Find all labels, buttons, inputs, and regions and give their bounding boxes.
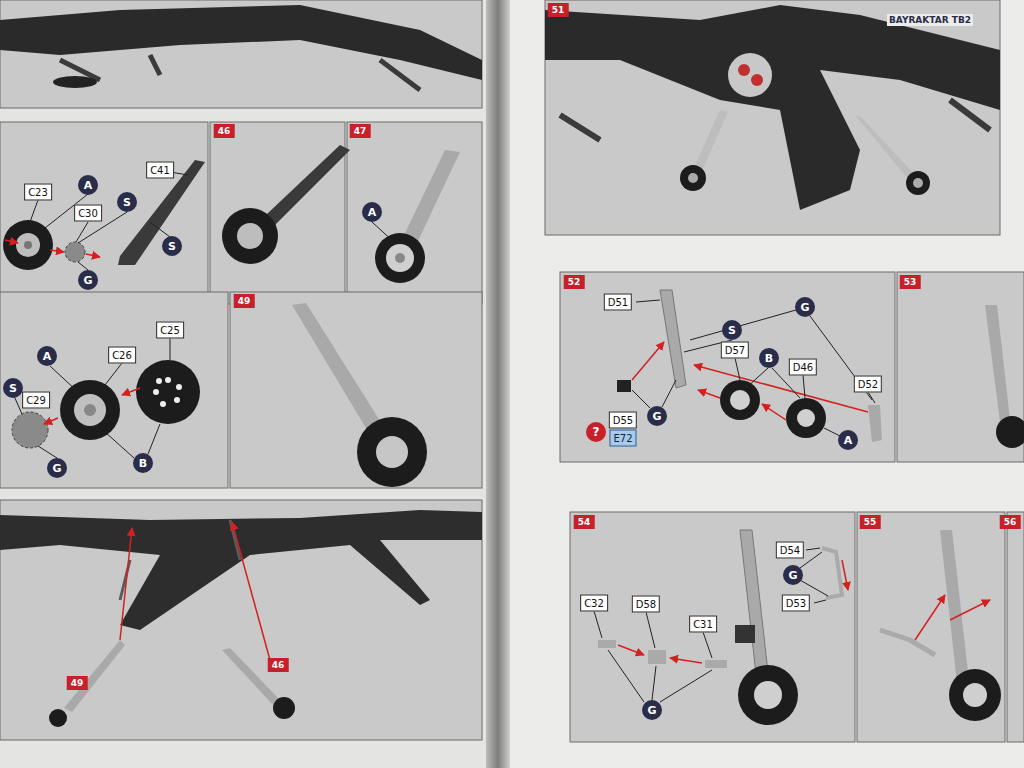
part-code-label: D57 — [721, 342, 749, 359]
callout-letter: S — [722, 320, 742, 340]
callout-letter: B — [759, 348, 779, 368]
step-number: 51 — [548, 3, 569, 17]
part-code-label: C29 — [22, 392, 50, 409]
step-number: 47 — [350, 124, 371, 138]
part-code-label: C41 — [146, 162, 174, 179]
part-code-label: C23 — [24, 184, 52, 201]
part-code-label: D51 — [604, 294, 632, 311]
part-code-label: C26 — [108, 347, 136, 364]
part-code-label: C25 — [156, 322, 184, 339]
callout-letter: G — [642, 700, 662, 720]
callout-letter: A — [362, 202, 382, 222]
part-code-label: D58 — [632, 596, 660, 613]
callout-letter: A — [37, 346, 57, 366]
callout-letter: G — [78, 270, 98, 290]
alt-part-code: E72 — [609, 430, 636, 447]
callout-letter: G — [795, 297, 815, 317]
step-number: 53 — [900, 275, 921, 289]
callout-letter: B — [133, 453, 153, 473]
callout-letter: G — [47, 458, 67, 478]
page-header: BAYRAKTAR TB2 — [887, 14, 973, 26]
step-number: 55 — [860, 515, 881, 529]
part-code-label: D53 — [782, 595, 810, 612]
step-number: 49 — [67, 676, 88, 690]
step-number: 46 — [214, 124, 235, 138]
part-code-label: C31 — [689, 616, 717, 633]
part-code-label: C30 — [74, 205, 102, 222]
step-number: 46 — [268, 658, 289, 672]
callout-letter: G — [783, 565, 803, 585]
callout-letter: A — [78, 175, 98, 195]
part-code-label: C32 — [580, 595, 608, 612]
query-marker: ? — [586, 422, 606, 442]
step-number: 56 — [1000, 515, 1021, 529]
callout-letter: S — [117, 192, 137, 212]
callout-letter: G — [647, 406, 667, 426]
part-code-label: D54 — [776, 542, 804, 559]
callout-letter: S — [3, 378, 23, 398]
step-number: 52 — [564, 275, 585, 289]
step-number: 54 — [574, 515, 595, 529]
callout-letter: S — [162, 236, 182, 256]
part-code-label: D46 — [789, 359, 817, 376]
callout-letter: A — [838, 430, 858, 450]
part-code-label: D55 — [609, 412, 637, 429]
part-code-label: D52 — [854, 376, 882, 393]
step-number: 49 — [234, 294, 255, 308]
